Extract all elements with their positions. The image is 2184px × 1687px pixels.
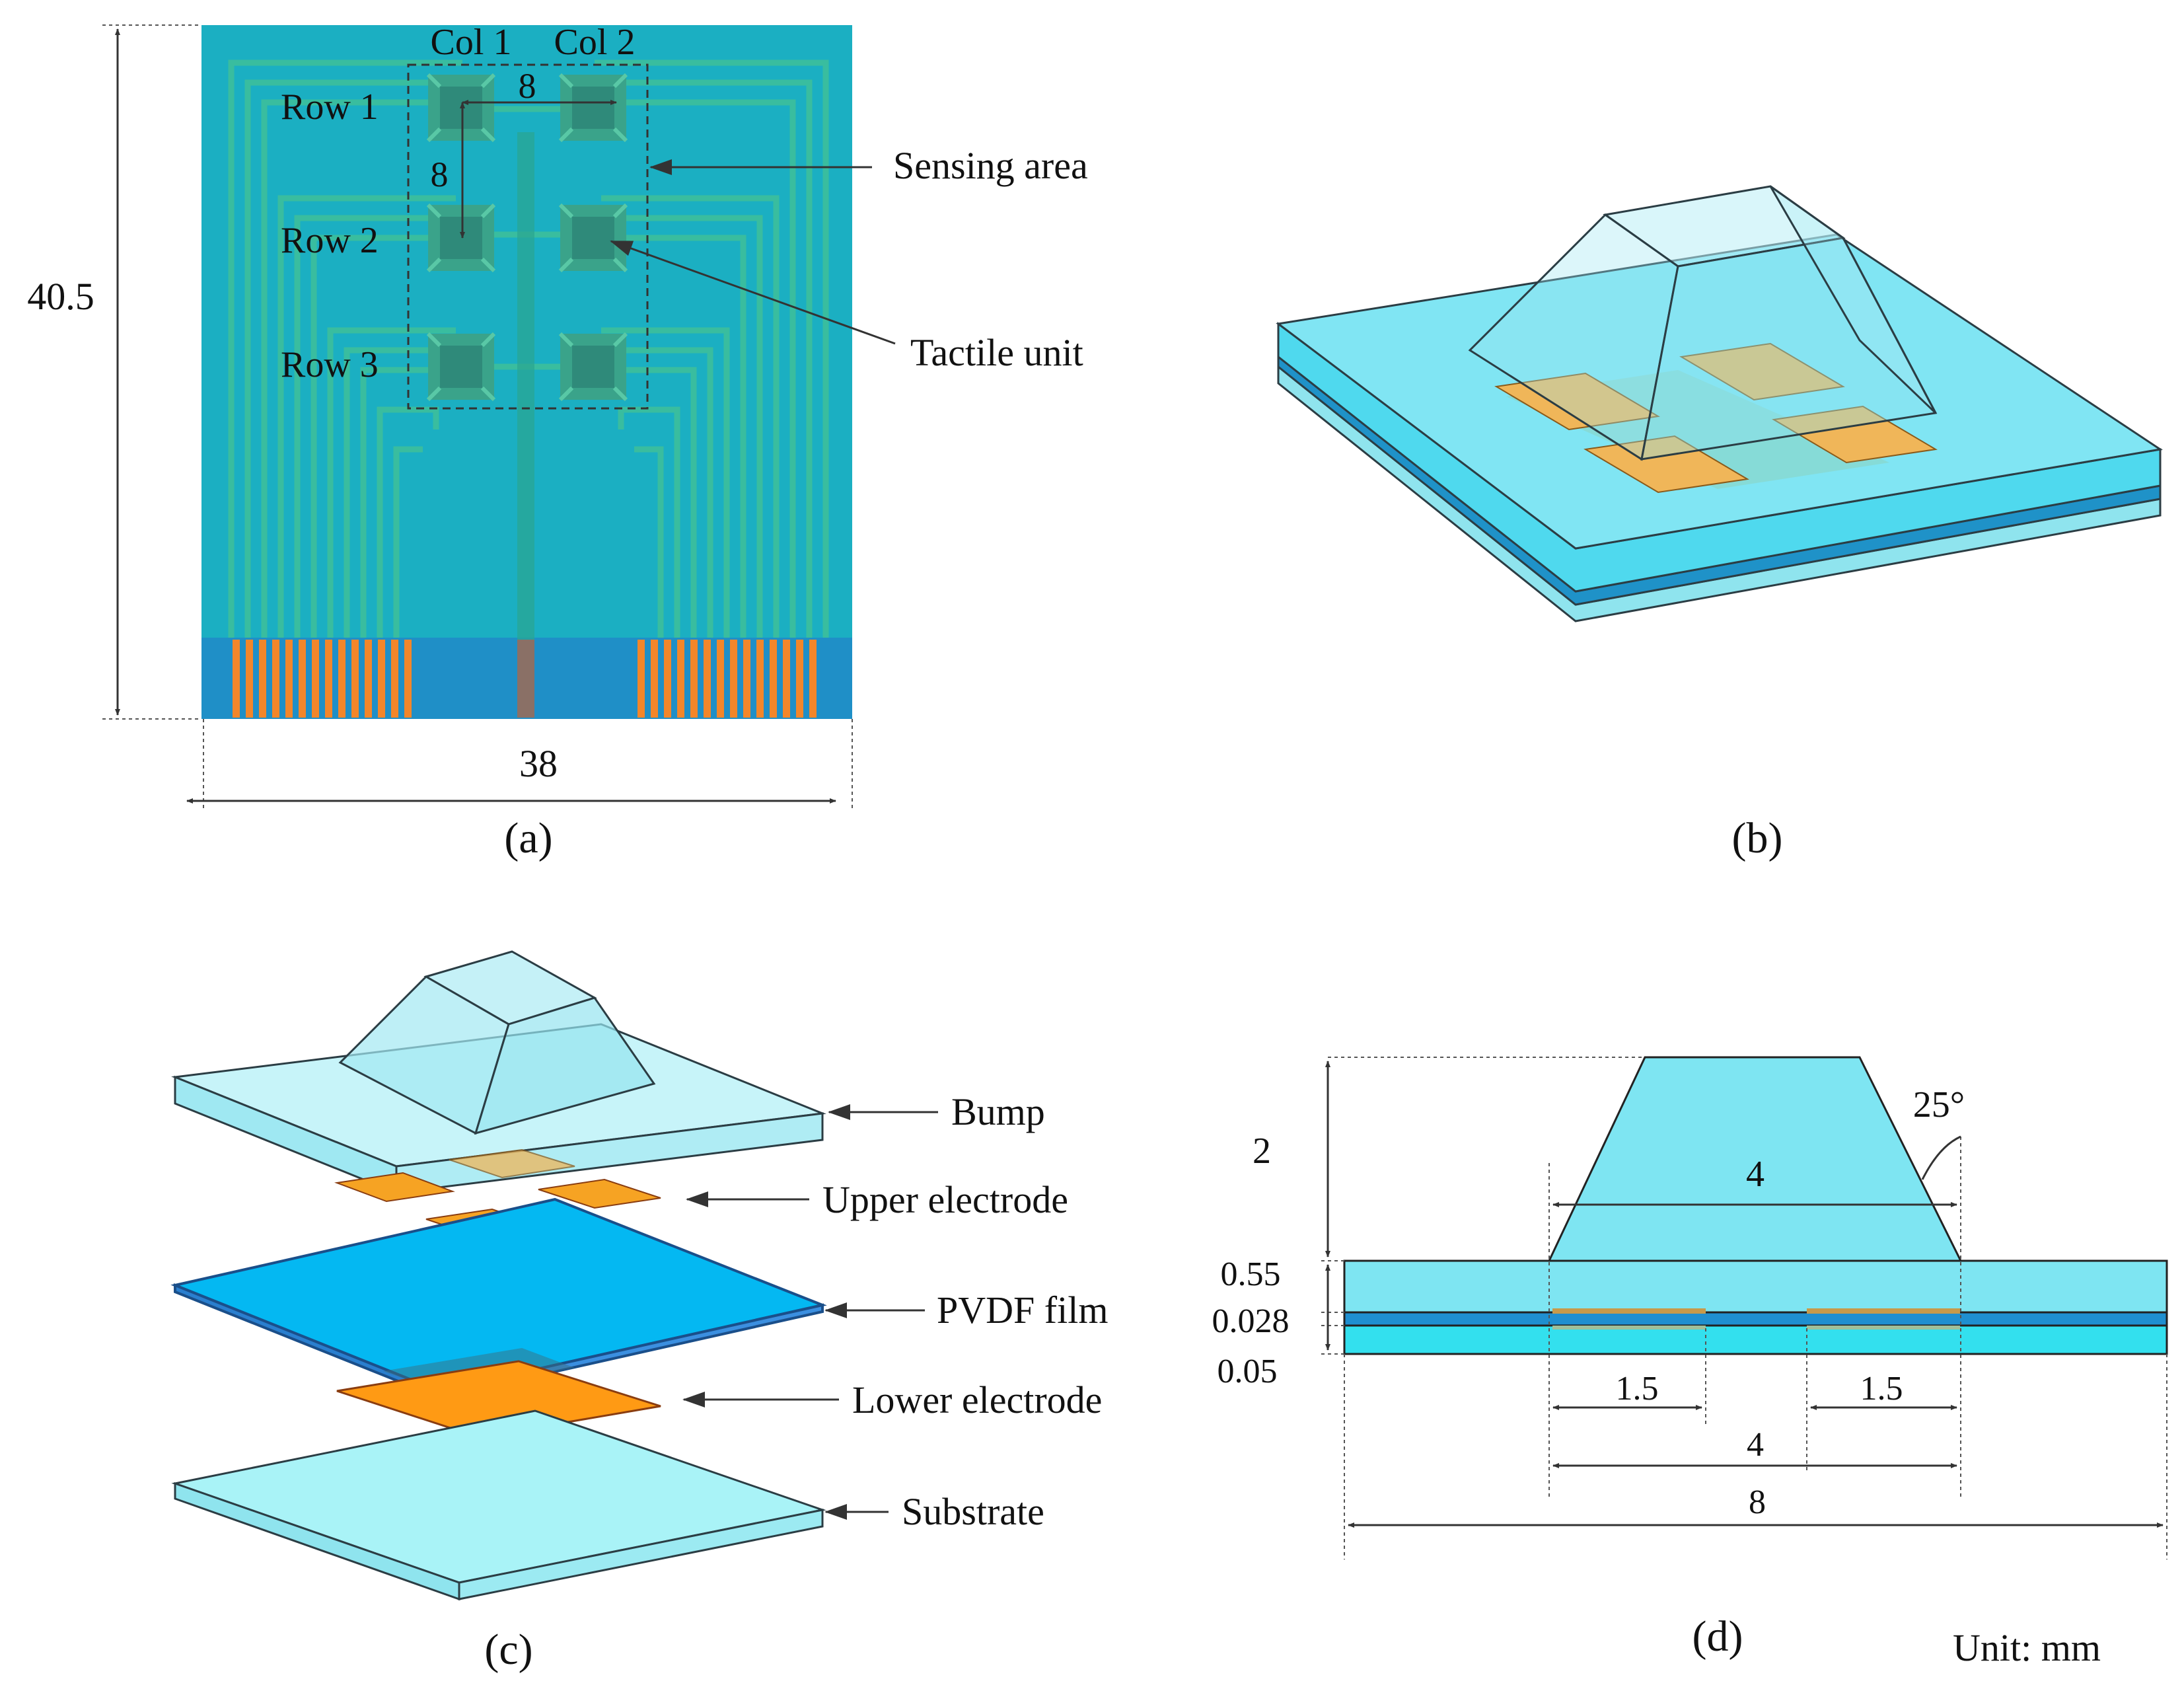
left-electrode-top — [1552, 1308, 1706, 1314]
angle-label: 25° — [1913, 1084, 1965, 1125]
bump-layer — [171, 950, 826, 1195]
panel-b: (b) — [1276, 185, 2163, 862]
panel-d: 2 25° 4 0.55 0.028 0.05 1.5 1.5 4 8 (d) … — [1212, 1056, 2168, 1669]
pitch-v-label: 8 — [431, 155, 449, 194]
tactile-unit — [558, 332, 628, 402]
substrate-label: Substrate — [902, 1490, 1044, 1533]
bump-base-label: 4 — [1746, 1154, 1765, 1195]
sensing-area-label: Sensing area — [893, 144, 1088, 187]
extension-lines — [1321, 1057, 2167, 1559]
tactile-unit-callout — [610, 240, 896, 345]
electrode-pad — [1494, 372, 1660, 431]
lower-electrode — [336, 1360, 661, 1439]
upper-electrode-label: Upper electrode — [822, 1178, 1068, 1221]
bump-frustum — [1468, 185, 1938, 461]
trace-lines — [228, 59, 829, 638]
left-electrode-label: 1.5 — [1616, 1370, 1659, 1407]
tactile-unit — [558, 73, 628, 143]
substrate-layer-section — [1343, 1324, 2168, 1355]
thickness-mid-label: 0.028 — [1212, 1302, 1290, 1340]
thickness-bottom-label: 0.05 — [1218, 1353, 1278, 1390]
bump-height-label: 2 — [1253, 1131, 1271, 1172]
unit-note: Unit: mm — [1953, 1626, 2101, 1669]
thickness-top-label: 0.55 — [1221, 1256, 1281, 1293]
caption-d: (d) — [1693, 1612, 1743, 1661]
right-electrode-label: 1.5 — [1860, 1370, 1903, 1407]
electrode-pad — [1679, 342, 1845, 401]
pitch-h-label: 8 — [519, 66, 536, 106]
tactile-unit — [558, 203, 628, 273]
caption-c: (c) — [484, 1626, 532, 1674]
center-trace — [517, 132, 534, 641]
tactile-unit — [426, 332, 496, 402]
pvdf-film-label: PVDF film — [937, 1289, 1108, 1331]
pvdf-layer-section — [1343, 1311, 2168, 1327]
tactile-unit — [426, 203, 496, 273]
bump-label: Bump — [951, 1090, 1045, 1133]
right-electrode-bottom — [1807, 1326, 1960, 1330]
lower-electrode-label: Lower electrode — [852, 1378, 1102, 1421]
panel-c: Bump Upper electrode PVDF film Lower ele… — [170, 950, 1108, 1674]
col-1-label: Col 1 — [431, 22, 512, 63]
sensing-area-box — [407, 63, 649, 410]
right-electrode-top — [1807, 1308, 1960, 1314]
col-2-label: Col 2 — [554, 22, 636, 63]
panel-a: Col 1 Col 2 Row 1 Row 2 Row 3 8 8 Sensin… — [27, 22, 1087, 862]
upper-layer-section — [1343, 1259, 2168, 1314]
total-width-label: 8 — [1749, 1483, 1766, 1521]
row-3-label: Row 3 — [281, 344, 379, 385]
angle-arc — [1921, 1135, 1961, 1180]
row-2-label: Row 2 — [281, 220, 379, 261]
caption-b: (b) — [1732, 814, 1783, 862]
width-label: 38 — [519, 742, 558, 785]
connector-pins — [233, 640, 817, 718]
tactile-unit — [426, 73, 496, 143]
caption-a: (a) — [504, 814, 552, 862]
bump-embedded-electrode — [449, 1148, 575, 1179]
row-1-label: Row 1 — [281, 87, 379, 128]
height-label: 40.5 — [27, 275, 94, 318]
electrode-pad — [1772, 405, 1938, 464]
tactile-unit-label: Tactile unit — [910, 331, 1083, 374]
left-electrode-bottom — [1552, 1326, 1706, 1330]
substrate-layer — [171, 1409, 826, 1601]
electrode-span-label: 4 — [1747, 1426, 1764, 1464]
